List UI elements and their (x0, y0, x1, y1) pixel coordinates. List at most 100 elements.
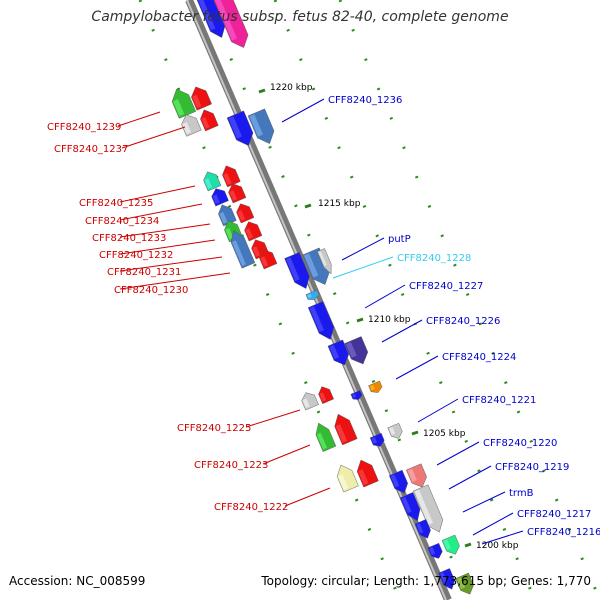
gene-label-cff8240_1234: CFF8240_1234 (85, 216, 159, 227)
gene-label-cff8240_1236: CFF8240_1236 (328, 95, 402, 106)
gene-bottom-blue (438, 568, 455, 590)
gene-1232-red (244, 221, 263, 242)
gene-1225-red (318, 386, 334, 404)
leader-right-cff8240_1217 (472, 512, 514, 536)
gene-label-cff8240_1223: CFF8240_1223 (194, 460, 268, 471)
gene-1216-green (441, 534, 460, 555)
leader-right-putp (341, 237, 385, 261)
gene-1223-red (334, 413, 358, 446)
gene-1222-yellow (336, 464, 359, 493)
leader-left-cff8240_1231 (119, 256, 223, 272)
leader-left-cff8240_1232 (119, 239, 216, 255)
dotted-guide-3 (273, 0, 537, 600)
gene-label-trmb: trmB (509, 488, 534, 499)
gene-putp-blue (284, 252, 310, 289)
gene-label-cff8240_1239: CFF8240_1239 (47, 122, 121, 133)
gene-1223-green (315, 422, 337, 452)
gene-1236-blue (226, 110, 254, 146)
leader-left-cff8240_1239 (117, 111, 161, 127)
scale-tick-kbp-1215 (304, 203, 312, 209)
gene-1226-blue (327, 339, 349, 366)
gene-1230-red (259, 249, 278, 270)
gene-label-cff8240_1221: CFF8240_1221 (462, 395, 536, 406)
gene-label-putp: putP (388, 234, 411, 245)
scale-tick-kbp-1210 (356, 317, 364, 323)
gene-1217-blue (414, 519, 431, 539)
gene-1216-blue (427, 542, 443, 559)
scale-tick-kbp-1205 (411, 430, 419, 436)
gene-1239-red (191, 86, 212, 111)
gene-labels: CFF8240_1239CFF8240_1237CFF8240_1235CFF8… (47, 95, 600, 538)
gene-1231-steel (230, 230, 256, 269)
gene-1239-green (171, 88, 197, 119)
gene-1237-grey (181, 114, 202, 137)
gene-label-cff8240_1222: CFF8240_1222 (214, 502, 288, 513)
gene-1233-steel (218, 204, 237, 227)
gene-1236-steel (247, 108, 275, 144)
map-title: Campylobacter fetus subsp. fetus 82-40, … (91, 9, 509, 25)
gene-label-cff8240_1232: CFF8240_1232 (99, 250, 173, 261)
gene-1219-blue (399, 492, 421, 522)
gene-label-cff8240_1217: CFF8240_1217 (517, 509, 591, 520)
leader-right-cff8240_1224 (395, 355, 439, 380)
gene-label-cff8240_1233: CFF8240_1233 (92, 233, 166, 244)
genome-info-text: Topology: circular; Length: 1,773,615 bp… (261, 574, 591, 588)
gene-label-cff8240_1219: CFF8240_1219 (495, 462, 569, 473)
leader-right-cff8240_1226 (381, 319, 423, 343)
leader-right-cff8240_1228 (332, 256, 394, 279)
gene-1228-cyan (305, 289, 320, 300)
gene-arrows (171, 0, 474, 595)
leader-right-cff8240_1220 (436, 441, 480, 466)
leader-left-cff8240_1237 (121, 126, 186, 149)
dotted-guide-2 (338, 0, 600, 600)
scale-label-kbp-1205: 1205 kbp (423, 429, 466, 439)
leader-left-cff8240_1234 (119, 203, 203, 221)
gene-1219-pink (406, 463, 427, 488)
gene-1224-orange (368, 380, 383, 393)
leader-right-trmb (462, 491, 506, 513)
gene-1222-red (356, 459, 379, 488)
scale-label-kbp-1210: 1210 kbp (368, 315, 411, 325)
gene-top-blue (190, 0, 226, 38)
gene-label-cff8240_1220: CFF8240_1220 (483, 438, 557, 449)
gene-label-cff8240_1231: CFF8240_1231 (107, 267, 181, 278)
gene-label-cff8240_1227: CFF8240_1227 (409, 281, 483, 292)
gene-top-magenta (211, 0, 249, 48)
gene-1234-red (228, 183, 247, 204)
leader-left-cff8240_1235 (119, 185, 196, 203)
scale-label-kbp-1220: 1220 kbp (270, 83, 313, 93)
gene-1233-red (236, 203, 255, 224)
scale-label-kbp-1200: 1200 kbp (476, 541, 519, 551)
accession-text: Accession: NC_008599 (9, 574, 146, 588)
gene-1235-red (222, 165, 241, 188)
leader-right-cff8240_1227 (364, 284, 406, 309)
leader-left-cff8240_1233 (119, 223, 211, 238)
gene-label-cff8240_1237: CFF8240_1237 (54, 144, 128, 155)
gene-1237-red (200, 109, 219, 132)
gene-1235-teal (203, 171, 222, 192)
gene-label-cff8240_1216: CFF8240_1216 (527, 527, 600, 538)
leader-right-cff8240_1219 (448, 465, 492, 490)
leader-left-cff8240_1230 (119, 272, 231, 290)
leader-right-cff8240_1216 (481, 530, 524, 545)
gene-1226-purple (344, 336, 369, 365)
gene-1220-blue (388, 469, 408, 494)
gene-label-cff8240_1225: CFF8240_1225 (177, 423, 251, 434)
leader-right-cff8240_1221 (417, 398, 459, 423)
gene-1234-blue (211, 188, 229, 207)
scale-tick-kbp-1220 (258, 88, 266, 94)
gene-label-cff8240_1235: CFF8240_1235 (79, 198, 153, 209)
scale-tick-kbp-1200 (464, 542, 472, 548)
gene-1221-blue (369, 432, 385, 447)
gene-1221-grey (387, 422, 403, 439)
gene-putp-grey (316, 248, 332, 275)
gene-1224-blue (350, 390, 363, 400)
dotted-guides (138, 0, 600, 600)
leader-left-cff8240_1222 (284, 487, 331, 507)
gene-label-cff8240_1230: CFF8240_1230 (114, 285, 188, 296)
gene-label-cff8240_1226: CFF8240_1226 (426, 316, 500, 327)
dotted-guide-0 (138, 0, 402, 600)
leader-left-cff8240_1223 (262, 444, 311, 465)
